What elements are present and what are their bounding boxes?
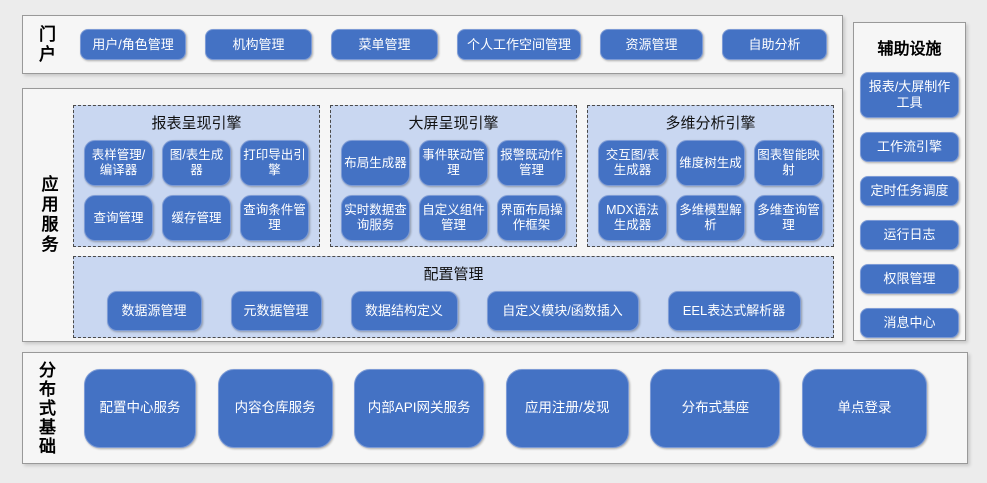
engines-row: 报表呈现引擎 表样管理/编译器 图/表生成器 打印导出引擎 查询管理 缓存管理 … <box>73 105 834 247</box>
node-print-export-engine: 打印导出引擎 <box>240 140 309 186</box>
node-content-repo-service: 内容仓库服务 <box>217 368 333 448</box>
node-data-structure-definition: 数据结构定义 <box>350 291 458 331</box>
node-interactive-chart-generator: 交互图/表生成器 <box>598 140 667 186</box>
node-custom-module-function-insert: 自定义模块/函数插入 <box>486 291 639 331</box>
node-report-dashboard-authoring-tool: 报表/大屏制作工具 <box>860 72 959 118</box>
node-event-linkage-mgmt: 事件联动管理 <box>419 140 488 186</box>
portal-label: 门户 <box>36 24 55 65</box>
auxiliary-title: 辅助设施 <box>877 41 942 58</box>
config-mgmt-title: 配置管理 <box>423 266 484 283</box>
node-ui-layout-operation-framework: 界面布局操作框架 <box>497 195 566 241</box>
node-cache-mgmt: 缓存管理 <box>162 195 231 241</box>
auxiliary-facilities-section: 辅助设施 报表/大屏制作工具 工作流引擎 定时任务调度 运行日志 权限管理 消息… <box>853 22 966 341</box>
node-query-condition-mgmt: 查询条件管理 <box>240 195 309 241</box>
node-layout-generator: 布局生成器 <box>341 140 410 186</box>
olap-engine-title: 多维分析引擎 <box>665 115 756 132</box>
dashboard-rendering-engine-group: 大屏呈现引擎 布局生成器 事件联动管理 报警既动作管理 实时数据查询服务 自定义… <box>330 105 577 247</box>
distributed-foundation-label: 分布式基础 <box>36 360 55 456</box>
node-alarm-action-mgmt: 报警既动作管理 <box>497 140 566 186</box>
report-rendering-engine-group: 报表呈现引擎 表样管理/编译器 图/表生成器 打印导出引擎 查询管理 缓存管理 … <box>73 105 320 247</box>
app-services-section: 应用服务 报表呈现引擎 表样管理/编译器 图/表生成器 打印导出引擎 查询管理 … <box>22 88 843 342</box>
node-metadata-mgmt: 元数据管理 <box>230 291 322 331</box>
portal-node-row: 用户/角色管理 机构管理 菜单管理 个人工作空间管理 资源管理 自助分析 <box>80 29 827 60</box>
node-chart-smart-mapping: 图表智能映射 <box>754 140 823 186</box>
node-mdx-syntax-generator: MDX语法生成器 <box>598 195 667 241</box>
node-app-registration-discovery: 应用注册/发现 <box>505 368 629 448</box>
node-distributed-base: 分布式基座 <box>650 368 781 448</box>
node-self-service-analysis: 自助分析 <box>722 29 827 60</box>
node-query-mgmt: 查询管理 <box>84 195 153 241</box>
report-engine-title: 报表呈现引擎 <box>151 115 242 132</box>
node-multidim-model-parsing: 多维模型解析 <box>676 195 745 241</box>
node-eel-expression-parser: EEL表达式解析器 <box>667 291 801 331</box>
node-custom-component-mgmt: 自定义组件管理 <box>419 195 488 241</box>
node-org-mgmt: 机构管理 <box>205 29 312 60</box>
node-run-log: 运行日志 <box>860 220 959 250</box>
node-report-template-mgmt-compiler: 表样管理/编译器 <box>84 140 153 186</box>
node-user-role-mgmt: 用户/角色管理 <box>80 29 186 60</box>
node-resource-mgmt: 资源管理 <box>600 29 703 60</box>
portal-section: 门户 用户/角色管理 机构管理 菜单管理 个人工作空间管理 资源管理 自助分析 <box>22 15 843 74</box>
node-permission-mgmt: 权限管理 <box>860 264 959 294</box>
distributed-foundation-section: 分布式基础 配置中心服务 内容仓库服务 内部API网关服务 应用注册/发现 分布… <box>22 352 968 464</box>
node-workflow-engine: 工作流引擎 <box>860 132 959 162</box>
config-mgmt-group: 配置管理 数据源管理 元数据管理 数据结构定义 自定义模块/函数插入 EEL表达… <box>73 256 834 338</box>
olap-analysis-engine-group: 多维分析引擎 交互图/表生成器 维度树生成 图表智能映射 MDX语法生成器 多维… <box>587 105 834 247</box>
node-menu-mgmt: 菜单管理 <box>331 29 438 60</box>
node-realtime-data-query-service: 实时数据查询服务 <box>341 195 410 241</box>
node-internal-api-gateway-service: 内部API网关服务 <box>354 368 485 448</box>
node-scheduled-task-scheduler: 定时任务调度 <box>860 176 959 206</box>
node-config-center-service: 配置中心服务 <box>84 368 196 448</box>
app-services-label: 应用服务 <box>38 175 58 255</box>
node-dimension-tree-generation: 维度树生成 <box>676 140 745 186</box>
node-message-center: 消息中心 <box>860 308 959 338</box>
node-single-sign-on: 单点登录 <box>801 368 927 448</box>
node-chart-table-generator: 图/表生成器 <box>162 140 231 186</box>
node-personal-workspace-mgmt: 个人工作空间管理 <box>457 29 581 60</box>
node-datasource-mgmt: 数据源管理 <box>106 291 202 331</box>
node-multidim-query-mgmt: 多维查询管理 <box>754 195 823 241</box>
dashboard-engine-title: 大屏呈现引擎 <box>408 115 499 132</box>
